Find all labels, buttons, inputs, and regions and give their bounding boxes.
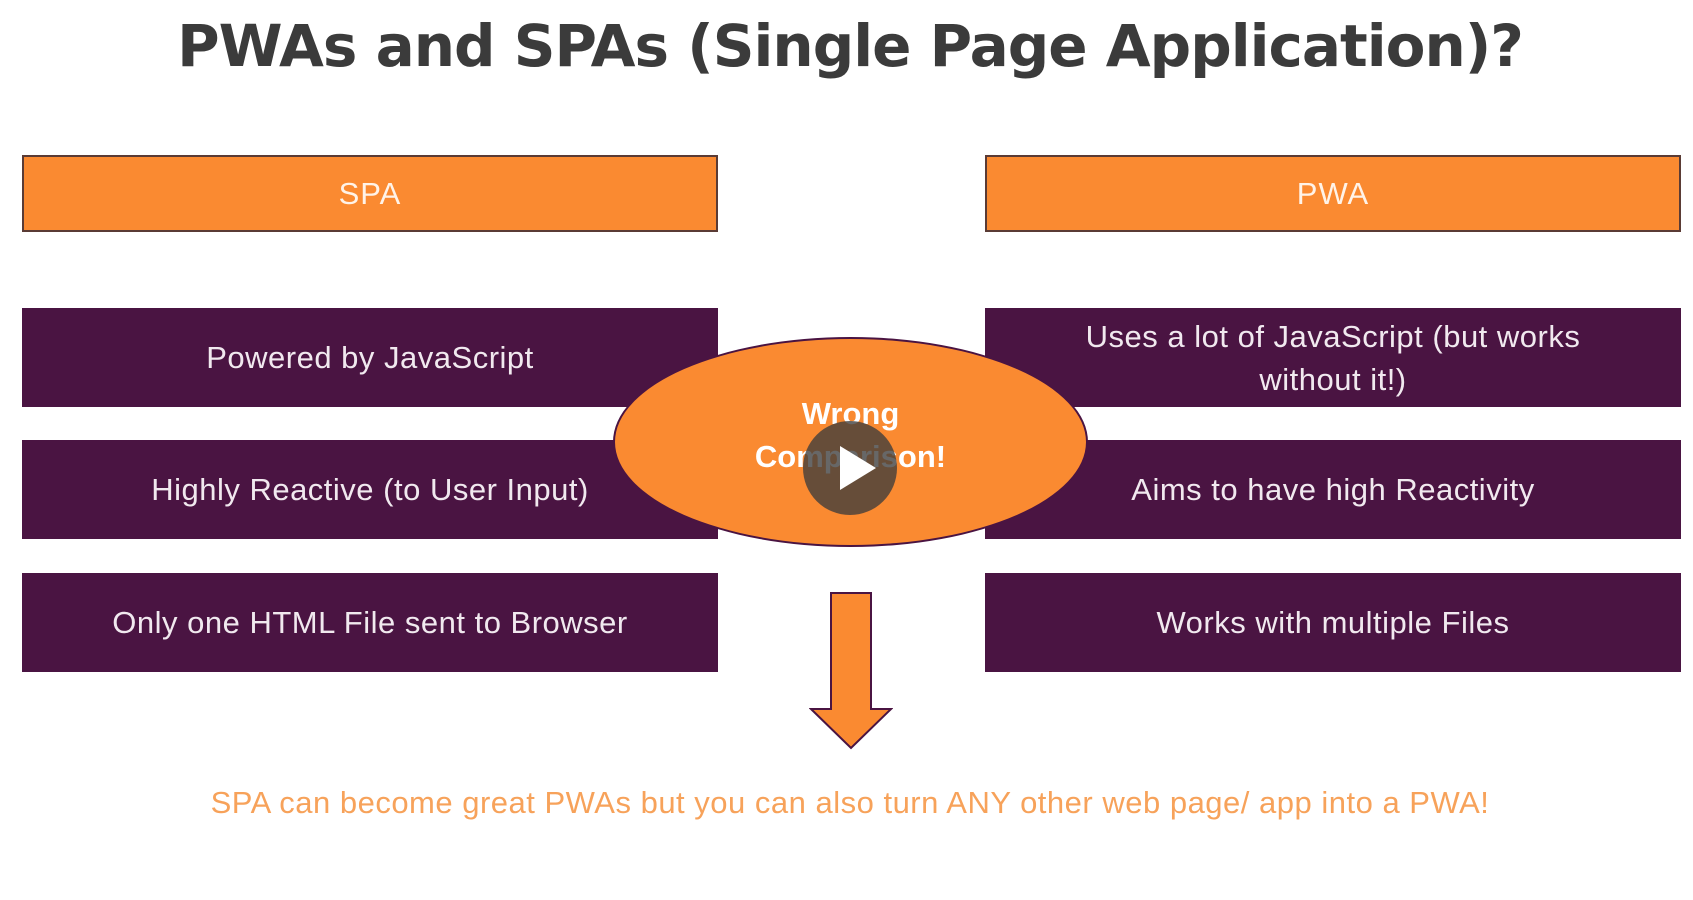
- pwa-item-reactivity: Aims to have high Reactivity: [985, 440, 1681, 539]
- pwa-item-javascript: Uses a lot of JavaScript (but works with…: [985, 308, 1681, 407]
- slide-title: PWAs and SPAs (Single Page Application)?: [177, 12, 1524, 80]
- pwa-header: PWA: [985, 155, 1681, 232]
- video-play-button[interactable]: [803, 421, 897, 515]
- footer-statement: SPA can become great PWAs but you can al…: [210, 785, 1490, 820]
- spa-item-single-html: Only one HTML File sent to Browser: [22, 573, 718, 672]
- pwa-item-multiple-files: Works with multiple Files: [985, 573, 1681, 672]
- spa-header: SPA: [22, 155, 718, 232]
- down-arrow-icon: [809, 592, 893, 750]
- spa-item-reactive: Highly Reactive (to User Input): [22, 440, 718, 539]
- play-icon: [840, 446, 876, 490]
- spa-item-javascript: Powered by JavaScript: [22, 308, 718, 407]
